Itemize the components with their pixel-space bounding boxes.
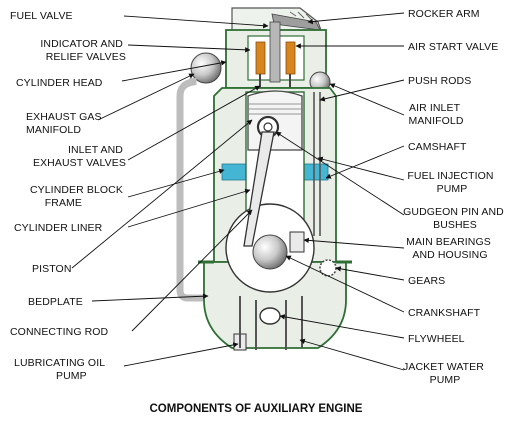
push-rods-part	[313, 92, 321, 236]
valve-spring-left	[255, 41, 266, 75]
label-indicator-relief-valves: INDICATOR AND RELIEF VALVES	[40, 38, 126, 63]
crankshaft-part	[252, 234, 288, 270]
label-push-rods: PUSH RODS	[408, 75, 471, 87]
label-line: MAIN BEARINGS	[406, 236, 491, 248]
label-line: EXHAUST GAS	[26, 111, 102, 123]
label-lubricating-oil-pump: LUBRICATING OIL PUMP	[14, 357, 108, 382]
label-line: ROCKER ARM	[408, 8, 480, 20]
label-main-bearings-housing: MAIN BEARINGS AND HOUSING	[406, 236, 494, 261]
label-line: FRAME	[45, 197, 82, 209]
label-line: INDICATOR AND	[40, 38, 123, 50]
leader-flywheel	[279, 314, 405, 339]
leader-bedplate	[91, 293, 209, 302]
leader-camshaft	[325, 145, 405, 179]
label-line: RELIEF VALVES	[46, 51, 126, 63]
label-line: PUMP	[430, 374, 461, 386]
label-line: MANIFOLD	[26, 124, 81, 136]
label-crankshaft: CRANKSHAFT	[408, 307, 481, 319]
label-line: LUBRICATING OIL	[14, 357, 105, 369]
leader-cylinder-liner	[127, 188, 251, 228]
leader-fuel-valve	[123, 15, 269, 29]
leader-push-rods	[319, 79, 405, 102]
label-cylinder-liner: CYLINDER LINER	[14, 222, 103, 234]
label-line: INLET AND	[68, 144, 123, 156]
leader-air-inlet-manifold	[329, 83, 405, 116]
gudgeon-pin-core	[263, 122, 273, 132]
label-air-inlet-manifold: AIR INLET MANIFOLD	[408, 102, 463, 127]
right-labels: ROCKER ARM AIR START VALVE PUSH RODS AIR…	[403, 8, 507, 386]
label-line: AND HOUSING	[412, 249, 487, 261]
connecting-rod-part	[243, 131, 275, 247]
leader-rocker-arm	[307, 12, 405, 25]
label-connecting-rod: CONNECTING ROD	[10, 326, 109, 338]
label-line: PUMP	[56, 370, 87, 382]
label-line: CAMSHAFT	[408, 141, 467, 153]
label-line: CRANKSHAFT	[408, 307, 481, 319]
leader-gudgeon-pin-bushes	[275, 131, 405, 216]
leader-lines	[71, 12, 405, 371]
label-line: AIR START VALVE	[408, 41, 498, 53]
leader-gears	[335, 266, 405, 281]
leader-lubricating-oil-pump	[123, 342, 239, 367]
label-jacket-water-pump: JACKET WATER PUMP	[403, 361, 487, 386]
leader-crankshaft	[285, 255, 405, 313]
diagram-title: COMPONENTS OF AUXILIARY ENGINE	[150, 403, 363, 415]
label-camshaft: CAMSHAFT	[408, 141, 467, 153]
leader-exhaust-gas-manifold	[97, 73, 195, 121]
label-cylinder-block-frame: CYLINDER BLOCK FRAME	[30, 184, 126, 209]
label-fuel-injection-pump: FUEL INJECTION PUMP	[407, 170, 496, 195]
label-line: FLYWHEEL	[408, 333, 465, 345]
label-line: PUSH RODS	[408, 75, 471, 87]
label-line: CONNECTING ROD	[10, 326, 109, 338]
label-line: GEARS	[408, 275, 445, 287]
leader-inlet-exhaust-valves	[127, 85, 261, 161]
lub-oil-pipe	[176, 78, 204, 302]
label-rocker-arm: ROCKER ARM	[408, 8, 480, 20]
label-line: PISTON	[32, 263, 72, 275]
piston-rings	[249, 103, 301, 115]
label-flywheel: FLYWHEEL	[408, 333, 465, 345]
label-bedplate: BEDPLATE	[28, 296, 83, 308]
label-piston: PISTON	[32, 263, 72, 275]
main-bearing-part	[289, 231, 305, 253]
label-gears: GEARS	[408, 275, 445, 287]
label-fuel-valve: FUEL VALVE	[10, 10, 73, 22]
engine-cross-section	[176, 7, 352, 351]
leader-main-bearings-housing	[303, 237, 405, 249]
label-line: CYLINDER LINER	[14, 222, 103, 234]
leader-cylinder-head	[121, 60, 227, 82]
label-line: PUMP	[437, 183, 468, 195]
label-line: CYLINDER HEAD	[16, 77, 103, 89]
label-line: BEDPLATE	[28, 296, 83, 308]
valve-spring-right	[285, 41, 296, 75]
leader-connecting-rod	[131, 209, 253, 332]
water-jacket-left	[221, 163, 247, 181]
label-line: AIR INLET	[409, 102, 461, 114]
label-line: FUEL VALVE	[10, 10, 73, 22]
water-jacket-right	[303, 163, 329, 181]
label-exhaust-gas-manifold: EXHAUST GAS MANIFOLD	[26, 111, 105, 136]
label-air-start-valve: AIR START VALVE	[408, 41, 498, 53]
label-line: BUSHES	[433, 219, 477, 231]
fuel-valve-part	[269, 21, 281, 83]
label-line: JACKET WATER	[403, 361, 484, 373]
label-line: GUDGEON PIN AND	[403, 206, 504, 218]
leader-piston	[71, 119, 253, 269]
label-line: CYLINDER BLOCK	[30, 184, 123, 196]
label-cylinder-head: CYLINDER HEAD	[16, 77, 103, 89]
label-line: EXHAUST VALVES	[33, 157, 126, 169]
label-line: FUEL INJECTION	[407, 170, 493, 182]
label-inlet-exhaust-valves: INLET AND EXHAUST VALVES	[33, 144, 126, 169]
label-gudgeon-pin-bushes: GUDGEON PIN AND BUSHES	[403, 206, 507, 231]
flywheel-part	[259, 307, 281, 325]
leader-jacket-water-pump	[299, 338, 405, 371]
leader-indicator-relief-valves	[127, 44, 251, 53]
leader-fuel-injection-pump	[317, 156, 405, 181]
label-line: MANIFOLD	[408, 115, 463, 127]
leader-cylinder-block-frame	[127, 168, 225, 198]
sump-slots	[239, 296, 303, 350]
left-labels: FUEL VALVE INDICATOR AND RELIEF VALVES C…	[10, 10, 126, 382]
